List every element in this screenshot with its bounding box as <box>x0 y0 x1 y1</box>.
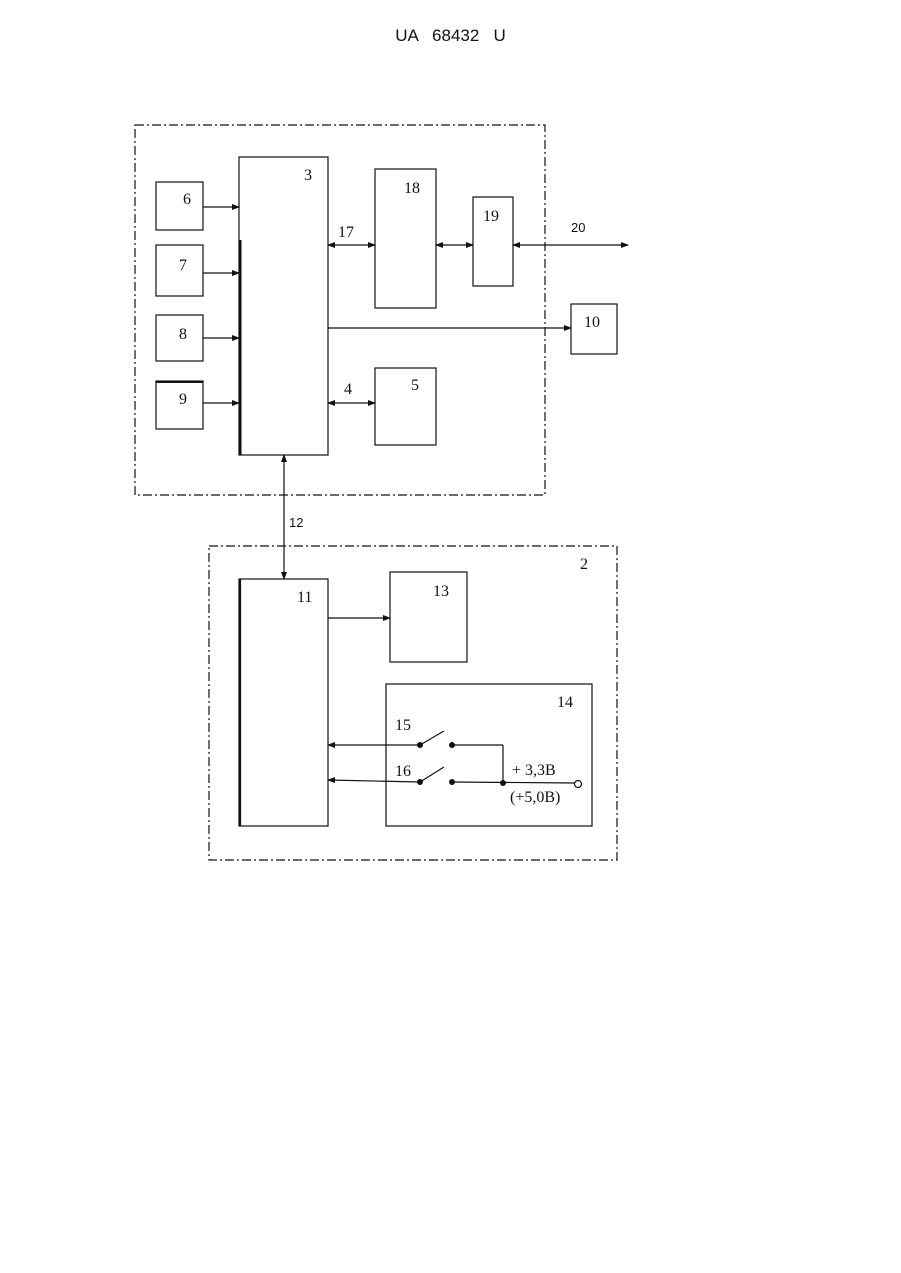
block-5 <box>375 368 436 445</box>
label-block-19: 19 <box>483 208 499 225</box>
label-block-8: 8 <box>179 326 187 343</box>
label-block-11: 11 <box>297 589 312 606</box>
label-link-17: 17 <box>338 224 354 241</box>
label-switch-15: 15 <box>395 717 411 734</box>
label-switch-16: 16 <box>395 763 411 780</box>
label-block-18: 18 <box>404 180 420 197</box>
group-1-frame <box>135 125 545 495</box>
label-group-2: 2 <box>580 556 588 573</box>
block-13 <box>390 572 467 662</box>
block-11 <box>239 579 328 826</box>
label-block-10: 10 <box>584 314 600 331</box>
label-link-4: 4 <box>344 381 352 398</box>
label-block-5: 5 <box>411 377 419 394</box>
supply-terminal <box>575 781 582 788</box>
label-block-3: 3 <box>304 167 312 184</box>
label-link-12: 12 <box>289 515 303 530</box>
label-block-14: 14 <box>557 694 573 711</box>
label-link-20: 20 <box>571 220 585 235</box>
block-3 <box>239 157 328 455</box>
supply-voltage-main: + 3,3B <box>512 762 556 779</box>
block-6 <box>156 182 203 230</box>
label-block-13: 13 <box>433 583 449 600</box>
label-block-7: 7 <box>179 257 187 274</box>
label-block-9: 9 <box>179 391 187 408</box>
label-block-6: 6 <box>183 191 191 208</box>
group-2-frame <box>209 546 617 860</box>
supply-voltage-alt: (+5,0B) <box>510 789 560 806</box>
